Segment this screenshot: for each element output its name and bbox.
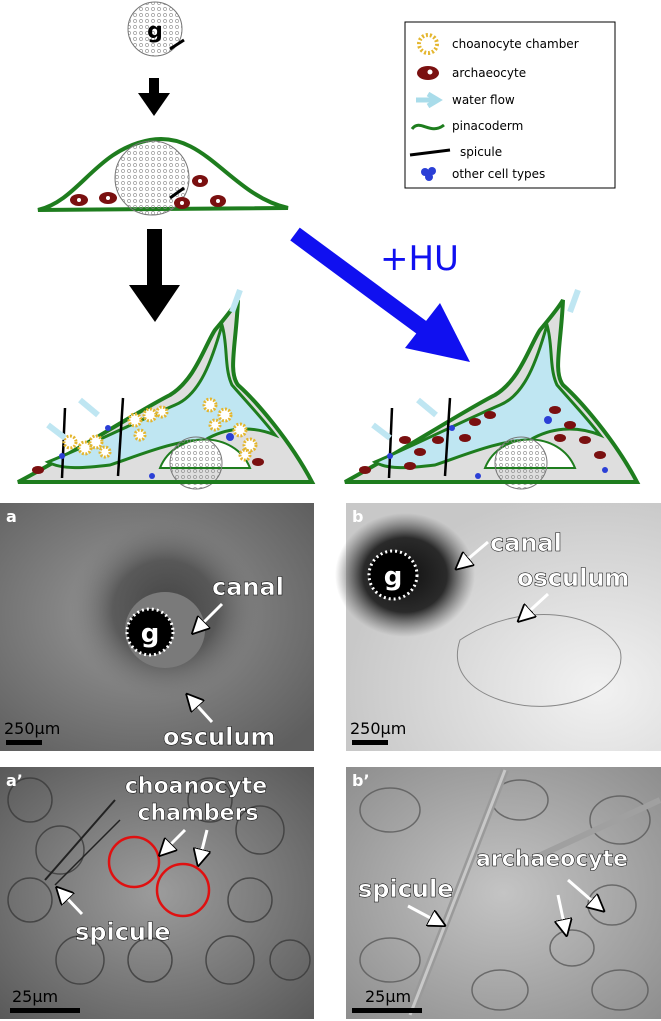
panel-a-scale: 250µm	[4, 719, 60, 738]
choanocyte-chamber-icon	[417, 33, 439, 55]
panel-b-canal-label: canal	[490, 529, 562, 557]
hu-label: +HU	[380, 239, 459, 279]
micrograph-panel-b: g b canal osculum 250µm	[335, 503, 661, 751]
gemmule: g	[127, 1, 185, 57]
micrograph-panel-b-prime: b’ archaeocyte spicule 25µm	[346, 767, 661, 1019]
panel-a-prime-choanocyte-label: choanocyte	[125, 774, 267, 799]
panel-b-g-label: g	[384, 562, 403, 592]
gemmule-label: g	[147, 19, 163, 44]
other-cell-types-icon	[421, 167, 436, 181]
hu-arrow	[290, 227, 470, 362]
panel-a-prime-spicule-label: spicule	[75, 918, 171, 946]
mature-sponge-hu	[344, 288, 641, 490]
panel-a-tag: a	[6, 507, 17, 526]
legend-label-other-cells: other cell types	[452, 167, 545, 181]
panel-a-prime-tag: a’	[6, 771, 23, 790]
panel-b-prime-tag: b’	[352, 771, 370, 790]
panel-b-scale: 250µm	[350, 719, 406, 738]
panel-b-tag: b	[352, 507, 363, 526]
early-attached-sponge	[37, 136, 289, 216]
legend-label-pinacoderm: pinacoderm	[452, 119, 523, 133]
archaeocyte-icon	[417, 66, 439, 80]
panel-b-prime-spicule-label: spicule	[358, 875, 454, 903]
down-arrow-2	[129, 229, 180, 322]
panel-b-prime-scale: 25µm	[365, 987, 411, 1006]
legend-label-choanocyte: choanocyte chamber	[452, 37, 579, 51]
panel-a-osculum-label: osculum	[163, 723, 275, 751]
pinacoderm-icon	[410, 123, 445, 131]
panel-a-prime-scale: 25µm	[12, 987, 58, 1006]
down-arrow-1	[138, 78, 170, 116]
panel-a-prime-chambers-label: chambers	[137, 801, 258, 826]
mature-sponge-control	[17, 288, 316, 490]
panel-a-canal-label: canal	[212, 573, 284, 601]
legend-label-archaeocyte: archaeocyte	[452, 66, 526, 80]
micrograph-panel-a-prime: a’ choanocyte chambers spicule 25µm	[0, 767, 314, 1019]
panel-a-g-label: g	[141, 619, 160, 649]
legend: choanocyte chamber archaeocyte water flo…	[404, 21, 616, 189]
legend-label-water-flow: water flow	[452, 93, 515, 107]
water-flow-icon	[416, 91, 443, 109]
spicule-icon	[409, 148, 451, 157]
panel-b-prime-archaeocyte-label: archaeocyte	[476, 847, 628, 872]
micrograph-panel-a: g a canal osculum 250µm	[0, 503, 314, 751]
panel-b-osculum-label: osculum	[517, 564, 629, 592]
legend-label-spicule: spicule	[460, 145, 502, 159]
